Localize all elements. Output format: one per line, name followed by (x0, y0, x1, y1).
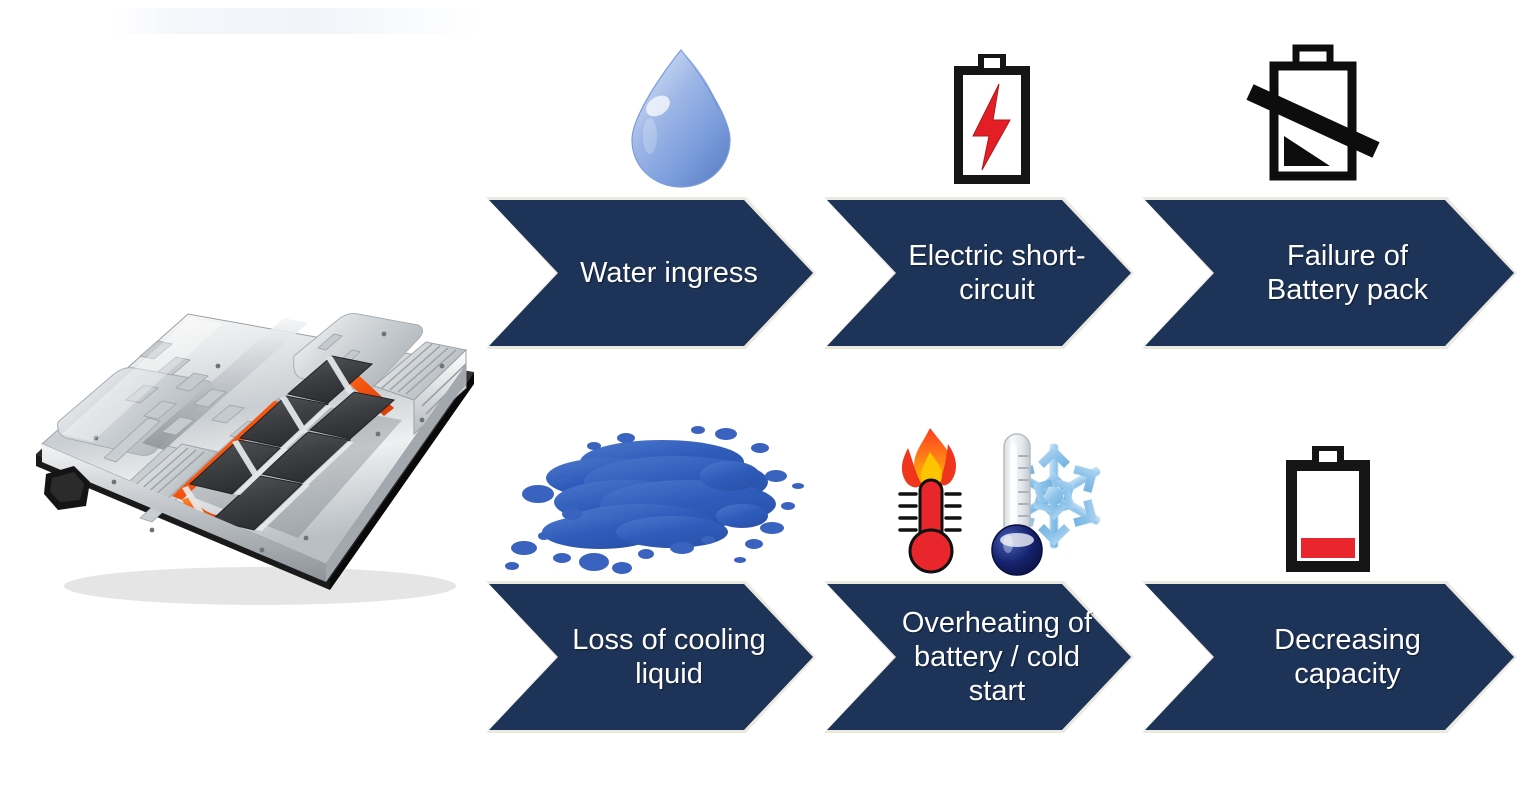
flow-step-label: Overheating of battery / cold start (901, 606, 1093, 708)
failure-chain-row-top: Water ingress Electric short- circuit Fa… (0, 197, 1540, 357)
page-watermark (110, 8, 480, 34)
flow-step-water-ingress[interactable]: Water ingress (486, 197, 816, 349)
flow-step-overheating-of-battery[interactable]: Overheating of battery / cold start (824, 581, 1134, 733)
flow-step-label: Electric short- circuit (908, 239, 1086, 306)
failure-chain-row-bottom: Loss of cooling liquid Overheating of ba… (0, 581, 1540, 741)
battery-low-charge-glyph (1286, 446, 1370, 572)
hot-and-cold-thermometer-icon (886, 418, 1116, 580)
coolant-spill-glyph (505, 426, 804, 574)
flow-step-failure-of-battery-pack[interactable]: Failure of Battery pack (1142, 197, 1517, 349)
battery-lightning-glyph (954, 54, 1030, 184)
flow-step-label: Decreasing capacity (1274, 623, 1421, 690)
coolant-spill-icon (476, 420, 826, 580)
battery-pack-illustration (22, 238, 484, 610)
battery-crossed-out-glyph (1246, 44, 1380, 181)
flow-step-electric-short-circuit[interactable]: Electric short- circuit (824, 197, 1134, 349)
battery-lightning-icon (916, 44, 1066, 192)
battery-low-charge-icon (1248, 440, 1408, 580)
flow-step-label: Failure of Battery pack (1266, 239, 1429, 306)
flow-step-label: Water ingress (580, 256, 758, 289)
battery-crossed-out-icon (1228, 36, 1408, 192)
water-drop-glyph (631, 49, 731, 188)
flow-step-label: Loss of cooling liquid (572, 623, 766, 690)
water-drop-icon (596, 44, 766, 192)
battery-pack-svg (36, 313, 474, 605)
hot-and-cold-thermometer-glyph (898, 428, 1101, 576)
flow-step-decreasing-capacity[interactable]: Decreasing capacity (1142, 581, 1517, 733)
flow-step-loss-of-cooling-liquid[interactable]: Loss of cooling liquid (486, 581, 816, 733)
